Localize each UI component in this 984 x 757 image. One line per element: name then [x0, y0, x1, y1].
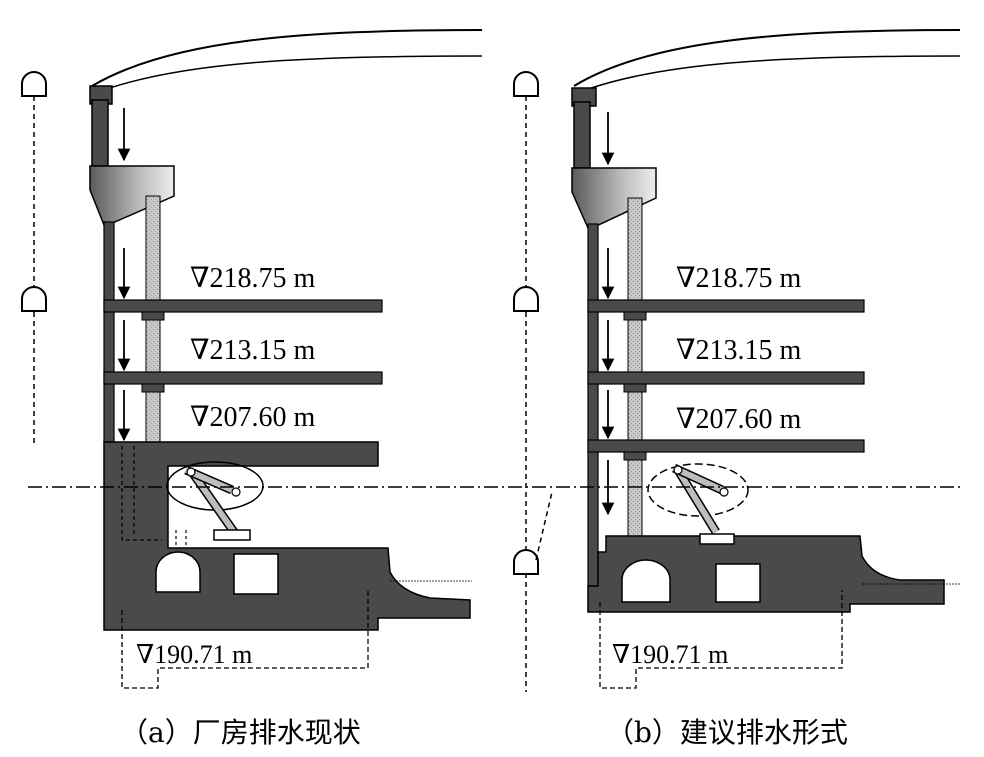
- panel-a: ∇218.75 m ∇213.15 m ∇207.60 m ∇190.71 m …: [21, 29, 483, 749]
- upper-wall: [573, 101, 591, 169]
- shaft: [675, 468, 719, 534]
- caption-a: （a）厂房排水现状: [120, 716, 361, 749]
- slab-haunch: [141, 383, 165, 393]
- upper-wall: [91, 99, 109, 167]
- pivot: [186, 467, 196, 477]
- bollard-icon: [513, 286, 539, 312]
- caption-b: （b）建议排水形式: [606, 716, 848, 749]
- bollard-icon: [21, 286, 47, 312]
- elevation-label-213: ∇213.15 m: [190, 335, 316, 366]
- drainage-gallery: [621, 559, 671, 603]
- pivot: [719, 487, 729, 497]
- floor-slab-218: [103, 299, 383, 313]
- axis-offset-dashed: [535, 491, 553, 561]
- roof-upper-curve: [573, 29, 961, 87]
- roof-lower-curve: [97, 55, 483, 93]
- slab-haunch: [623, 451, 647, 461]
- floor-slab-207: [587, 439, 865, 453]
- base-dimension-line: [121, 590, 369, 689]
- elevation-label-218: ∇218.75 m: [190, 263, 316, 294]
- roof-upper-curve: [91, 29, 483, 87]
- foundation-mass: [587, 535, 945, 613]
- pivot: [673, 465, 683, 475]
- roof-lower-curve: [579, 55, 961, 93]
- main-wall: [587, 223, 599, 587]
- base-plate: [213, 529, 251, 541]
- drainage-gallery: [155, 551, 201, 593]
- pivot: [231, 487, 241, 497]
- crane-beam: [571, 167, 657, 229]
- pit-opening: [715, 563, 761, 603]
- floor-slab-213: [103, 371, 383, 385]
- drain-path-dashed: [121, 446, 162, 541]
- bollard-icon: [21, 71, 47, 97]
- elevation-label-218: ∇218.75 m: [676, 263, 802, 294]
- foundation-mass: [103, 441, 471, 631]
- runner-ellipse: [647, 463, 749, 517]
- floor-slab-213: [587, 371, 865, 385]
- panel-b: ∇218.75 m ∇213.15 m ∇207.60 m ∇190.71 m …: [513, 29, 961, 749]
- crane-beam: [89, 165, 175, 226]
- elevation-label-213: ∇213.15 m: [676, 335, 802, 366]
- shaft: [189, 470, 237, 534]
- slab-haunch: [141, 311, 165, 321]
- floor-slab-218: [587, 299, 865, 313]
- slab-haunch: [623, 383, 647, 393]
- bollard-icon: [513, 549, 539, 575]
- base-dimension-line: [599, 590, 843, 689]
- elevation-label-207: ∇207.60 m: [190, 402, 316, 433]
- main-wall: [103, 221, 115, 443]
- slab-haunch: [623, 311, 647, 321]
- drain-path-dashed: [175, 530, 187, 548]
- base-elevation-label: ∇190.71 m: [612, 640, 728, 669]
- base-plate: [699, 533, 735, 545]
- base-elevation-label: ∇190.71 m: [136, 640, 252, 669]
- elevation-label-207: ∇207.60 m: [676, 404, 802, 435]
- pit-opening: [233, 553, 279, 595]
- bollard-icon: [513, 71, 539, 97]
